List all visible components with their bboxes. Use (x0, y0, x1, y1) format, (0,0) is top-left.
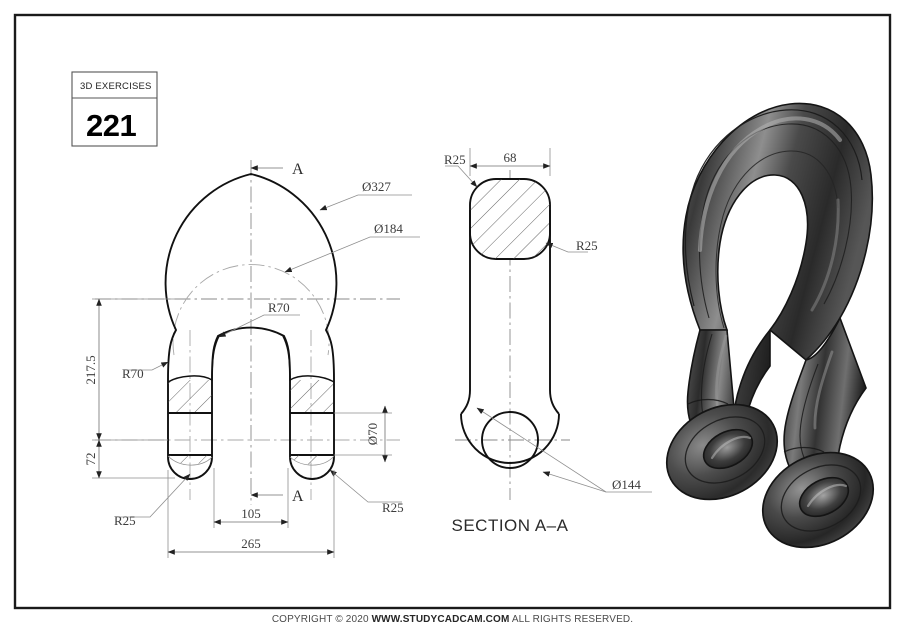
dimension-r70-right-label: R70 (268, 300, 290, 315)
isometric-3d-view (665, 102, 875, 549)
iso-leg-right-highlight (813, 350, 834, 430)
section-view-title: SECTION A–A (452, 516, 569, 535)
dimension-r25-right-label: R25 (382, 500, 404, 515)
dimension-dia-144-label: Ø144 (612, 477, 641, 492)
dimension-217-5-label: 217.5 (83, 355, 98, 384)
dimension-dia-184: Ø184 (284, 221, 420, 273)
dimension-sec-r25-right-label: R25 (576, 238, 598, 253)
pitch-circle-phantom (172, 264, 330, 356)
leg-left-round-ellipse (167, 455, 213, 466)
section-shaft-left-edge (460, 210, 471, 415)
dimension-r25-right: R25 (329, 469, 404, 515)
dimension-72-label: 72 (83, 453, 98, 466)
dimension-sec-r25-left-label: R25 (444, 152, 466, 167)
iso-bow-highlight (698, 116, 842, 252)
leg-right-cut-top-ellipse (289, 375, 335, 383)
fillet-left-r70 (211, 335, 220, 382)
leg-right-outline (289, 380, 335, 480)
footer-copyright: COPYRIGHT © 2020 WWW.STUDYCADCAM.COM ALL… (0, 614, 905, 625)
dimension-dia-184-label: Ø184 (374, 221, 403, 236)
sheet-border (13, 13, 892, 610)
title-block-frame (71, 71, 158, 147)
dimension-dia-327-label: Ø327 (362, 179, 391, 194)
footer-copyright-prefix: COPYRIGHT © 2020 (271, 614, 372, 625)
section-cut-hatching (470, 179, 550, 259)
dimension-r70-left-label: R70 (122, 366, 144, 381)
dimension-r25-left-label: R25 (114, 513, 136, 528)
iso-eye-right-hole-shine (806, 483, 848, 508)
iso-bow-highlight-2 (810, 198, 840, 312)
dimension-dia-144: Ø144 (476, 407, 652, 493)
dimension-265: 265 (167, 470, 335, 558)
front-view: A A Ø327 Ø184 R70 (83, 160, 420, 558)
iso-eye-left-rim (684, 416, 766, 484)
dimension-r70-left: R70 (122, 361, 169, 381)
section-letter-bottom: A (292, 488, 304, 505)
iso-eye-right-hole (798, 476, 850, 518)
dimension-68-label: 68 (504, 150, 517, 165)
dimension-r25-left: R25 (114, 473, 191, 528)
leg-left-hatch-lower (168, 455, 212, 465)
shackle-outer-profile (164, 173, 338, 381)
title-block: 3D EXERCISES 221 (71, 71, 158, 147)
leg-left-cut-top-ellipse (167, 375, 213, 383)
iso-leg-left-highlight (715, 334, 728, 412)
leg-right-hatch-upper (290, 380, 333, 413)
dimension-105-label: 105 (241, 506, 261, 521)
iso-seam-left (687, 398, 729, 405)
dimension-105: 105 (213, 468, 289, 528)
section-marker-bottom: A (250, 488, 304, 505)
iso-bow-rib-outer (684, 109, 863, 307)
dimension-sec-r25-right: R25 (545, 238, 598, 253)
section-marker-top: A (250, 161, 304, 178)
footer-copyright-suffix: ALL RIGHTS RESERVED. (509, 614, 634, 625)
dimension-r70-right: R70 (218, 300, 300, 338)
iso-eye-left-hole-shine (710, 435, 752, 460)
dimension-dia-70: Ø70 (334, 405, 392, 463)
dimension-dia-327: Ø327 (319, 179, 412, 211)
section-shaft-right-edge (549, 210, 560, 415)
iso-eye-right-rim (780, 464, 862, 532)
iso-seam-right (783, 446, 825, 453)
section-view: 68 R25 R25 Ø144 SECTION A–A (444, 148, 652, 535)
leg-right-hatch-lower (290, 455, 333, 465)
dimension-72: 72 (83, 439, 102, 479)
leg-right-round-ellipse (289, 455, 335, 466)
dimension-217-5: 217.5 (83, 298, 102, 441)
dimension-sec-r25-left: R25 (444, 152, 478, 188)
title-block-header: 3D EXERCISES (80, 81, 152, 92)
dimension-68: 68 (469, 148, 551, 176)
footer-site-url: WWW.STUDYCADCAM.COM (371, 614, 510, 625)
iso-eye-left-hole (702, 428, 754, 470)
section-eye-bore (481, 411, 539, 469)
dimension-265-label: 265 (241, 536, 261, 551)
fillet-right-r70 (282, 335, 291, 382)
leg-left-hatch-upper (168, 380, 212, 413)
dimension-dia-70-label: Ø70 (365, 423, 380, 445)
section-eye-outer (460, 413, 560, 464)
exercise-number: 221 (86, 108, 136, 143)
iso-bow-rib-inner (715, 150, 839, 329)
section-letter-top: A (292, 161, 304, 178)
